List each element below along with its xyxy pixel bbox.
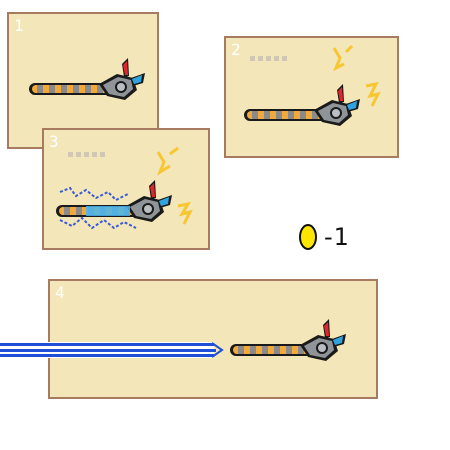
spark-icon [156,146,193,225]
stage-panel-3: 3 [42,128,210,250]
cannon-weapon-icon [230,319,346,361]
charge-dots [250,56,287,61]
stage-panel-4: 4 [48,279,378,399]
stage-panel-2: 2 [224,36,399,158]
electrified-cannon-icon [56,180,172,230]
panel-number: 4 [55,283,65,302]
spark-icon [332,44,381,107]
charge-dots [68,152,105,157]
panel-number: 1 [14,16,24,35]
stage-panel-1: 1 [7,12,159,149]
panel-number: 2 [231,40,241,59]
panel-number: 3 [49,132,59,151]
coin-cost-value: -1 [324,223,350,251]
gold-coin-icon [299,224,317,250]
cannon-weapon-icon [29,58,145,100]
laser-beam [0,342,224,358]
coin-cost: -1 [298,222,350,252]
